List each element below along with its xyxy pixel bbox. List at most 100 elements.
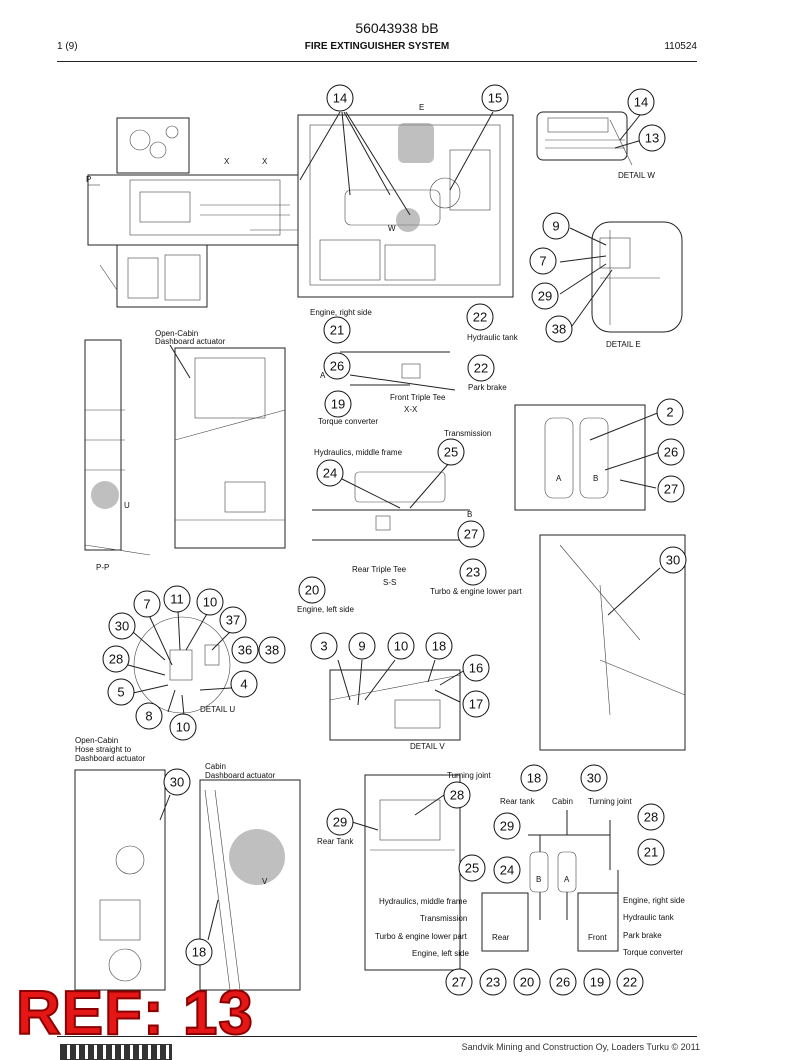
document-number: 56043938 bB	[355, 20, 439, 36]
label-hydraulic-tank: Hydraulic tank	[467, 333, 519, 342]
callout-27: 27	[664, 482, 678, 497]
callout-29: 29	[500, 819, 514, 834]
section-xx: Engine, right side Hydraulic tank Park b…	[310, 308, 519, 426]
hose-note-line2: Hose straight to	[75, 745, 132, 754]
detail-w-drawing: DETAIL W	[536, 111, 655, 180]
callout-26: 26	[664, 445, 678, 460]
cabin-label: Cabin	[205, 762, 226, 771]
sch-b: B	[536, 875, 541, 884]
cabin-hose-views: Open-Cabin Hose straight to Dashboard ac…	[74, 736, 301, 991]
callout-22: 22	[473, 310, 487, 325]
hose-schematic: Rear tank Cabin Turning joint Hydraulics…	[375, 797, 685, 958]
label-b: B	[467, 510, 472, 519]
callout-13: 13	[645, 131, 659, 146]
callout-38: 38	[265, 643, 279, 658]
label-turbo-engine-lower-part: Turbo & engine lower part	[430, 587, 523, 596]
callout-25: 25	[444, 445, 458, 460]
callout-28: 28	[450, 788, 464, 803]
callout-balloons: 14 15 14 13 9 7 29 38 21 22 26 22 19 2 2…	[102, 84, 687, 996]
callout-27: 27	[452, 975, 466, 990]
callout-2: 2	[666, 405, 673, 420]
callout-7: 7	[143, 597, 150, 612]
label-engine-right-side: Engine, right side	[310, 308, 372, 317]
document-date: 110524	[664, 41, 697, 52]
callout-14: 14	[333, 91, 347, 106]
callout-14: 14	[634, 95, 648, 110]
label-rear-triple-tee: Rear Triple Tee	[352, 565, 407, 574]
callout-30: 30	[587, 771, 601, 786]
callout-8: 8	[145, 709, 152, 724]
page-indicator: 1 (9)	[57, 41, 78, 52]
sch-turbo-engine-lower-part: Turbo & engine lower part	[375, 932, 468, 941]
hose-note-line3: Dashboard actuator	[75, 754, 146, 763]
callout-26: 26	[556, 975, 570, 990]
label-a: A	[320, 371, 326, 380]
tank-b-label: B	[593, 474, 598, 483]
tank-detail: A B	[514, 404, 661, 511]
callout-23: 23	[486, 975, 500, 990]
sch-turning-joint: Turning joint	[588, 797, 633, 806]
callout-10: 10	[203, 595, 217, 610]
callout-5: 5	[117, 685, 124, 700]
label-front-triple-tee: Front Triple Tee	[390, 393, 446, 402]
header-row: 1 (9) FIRE EXTINGUISHER SYSTEM 110524	[57, 41, 697, 57]
view-w-label: W	[388, 224, 396, 233]
callout-22: 22	[474, 361, 488, 376]
callout-18: 18	[432, 639, 446, 654]
sch-torque-converter: Torque converter	[623, 948, 683, 957]
label-section-ss: S-S	[383, 578, 396, 587]
callout-16: 16	[469, 661, 483, 676]
machine-plan-view: P X X E W	[86, 103, 514, 308]
section-pp-label: P-P	[96, 563, 109, 572]
view-x-label: X	[224, 157, 230, 166]
callout-23: 23	[466, 565, 480, 580]
label-hydraulics-middle-frame: Hydraulics, middle frame	[314, 448, 403, 457]
sch-engine-right-side: Engine, right side	[623, 896, 685, 905]
callout-30: 30	[170, 775, 184, 790]
page-title: FIRE EXTINGUISHER SYSTEM	[304, 41, 450, 52]
sch-rear: Rear	[492, 933, 510, 942]
callout-27: 27	[464, 527, 478, 542]
callout-9: 9	[552, 219, 559, 234]
cabin-dashboard-actuator-label: Dashboard actuator	[205, 771, 276, 780]
cab-view: Open-Cabin Dashboard actuator	[155, 329, 286, 549]
view-v-label: V	[262, 877, 268, 886]
sch-engine-left-side: Engine, left side	[412, 949, 469, 958]
sch-front: Front	[588, 933, 607, 942]
sch-a: A	[564, 875, 570, 884]
callout-29: 29	[538, 289, 552, 304]
callout-18: 18	[192, 945, 206, 960]
label-turning-joint: Turning joint	[447, 771, 492, 780]
sch-hydraulics-middle-frame: Hydraulics, middle frame	[379, 897, 468, 906]
callout-7: 7	[539, 254, 546, 269]
label-section-xx: X-X	[404, 405, 418, 414]
right-lower-view	[539, 534, 686, 751]
callout-15: 15	[488, 91, 502, 106]
view-x-label: X	[262, 157, 268, 166]
view-u-label: U	[124, 501, 130, 510]
hose-note-line1: Open-Cabin	[75, 736, 118, 745]
callout-21: 21	[644, 845, 658, 860]
label-engine-left-side: Engine, left side	[297, 605, 354, 614]
footer-divider	[57, 1036, 697, 1037]
callout-37: 37	[226, 613, 240, 628]
header-divider	[57, 61, 697, 62]
callout-3: 3	[320, 639, 327, 654]
callout-28: 28	[644, 810, 658, 825]
callout-22: 22	[623, 975, 637, 990]
sch-park-brake: Park brake	[623, 931, 662, 940]
footer-company: Sandvik Mining and Construction Oy, Load…	[461, 1042, 700, 1052]
callout-26: 26	[330, 359, 344, 374]
detail-v-label: DETAIL V	[410, 742, 445, 751]
sch-hydraulic-tank: Hydraulic tank	[623, 913, 675, 922]
side-view-pp: U P-P	[84, 339, 151, 572]
callout-24: 24	[500, 863, 514, 878]
ref-stamp: REF: 13	[15, 979, 254, 1048]
label-rear-tank: Rear Tank	[317, 837, 354, 846]
detail-u-drawing: DETAIL U	[127, 609, 247, 727]
detail-u-label: DETAIL U	[200, 705, 235, 714]
callout-30: 30	[115, 619, 129, 634]
callout-19: 19	[590, 975, 604, 990]
tank-a-label: A	[556, 474, 562, 483]
